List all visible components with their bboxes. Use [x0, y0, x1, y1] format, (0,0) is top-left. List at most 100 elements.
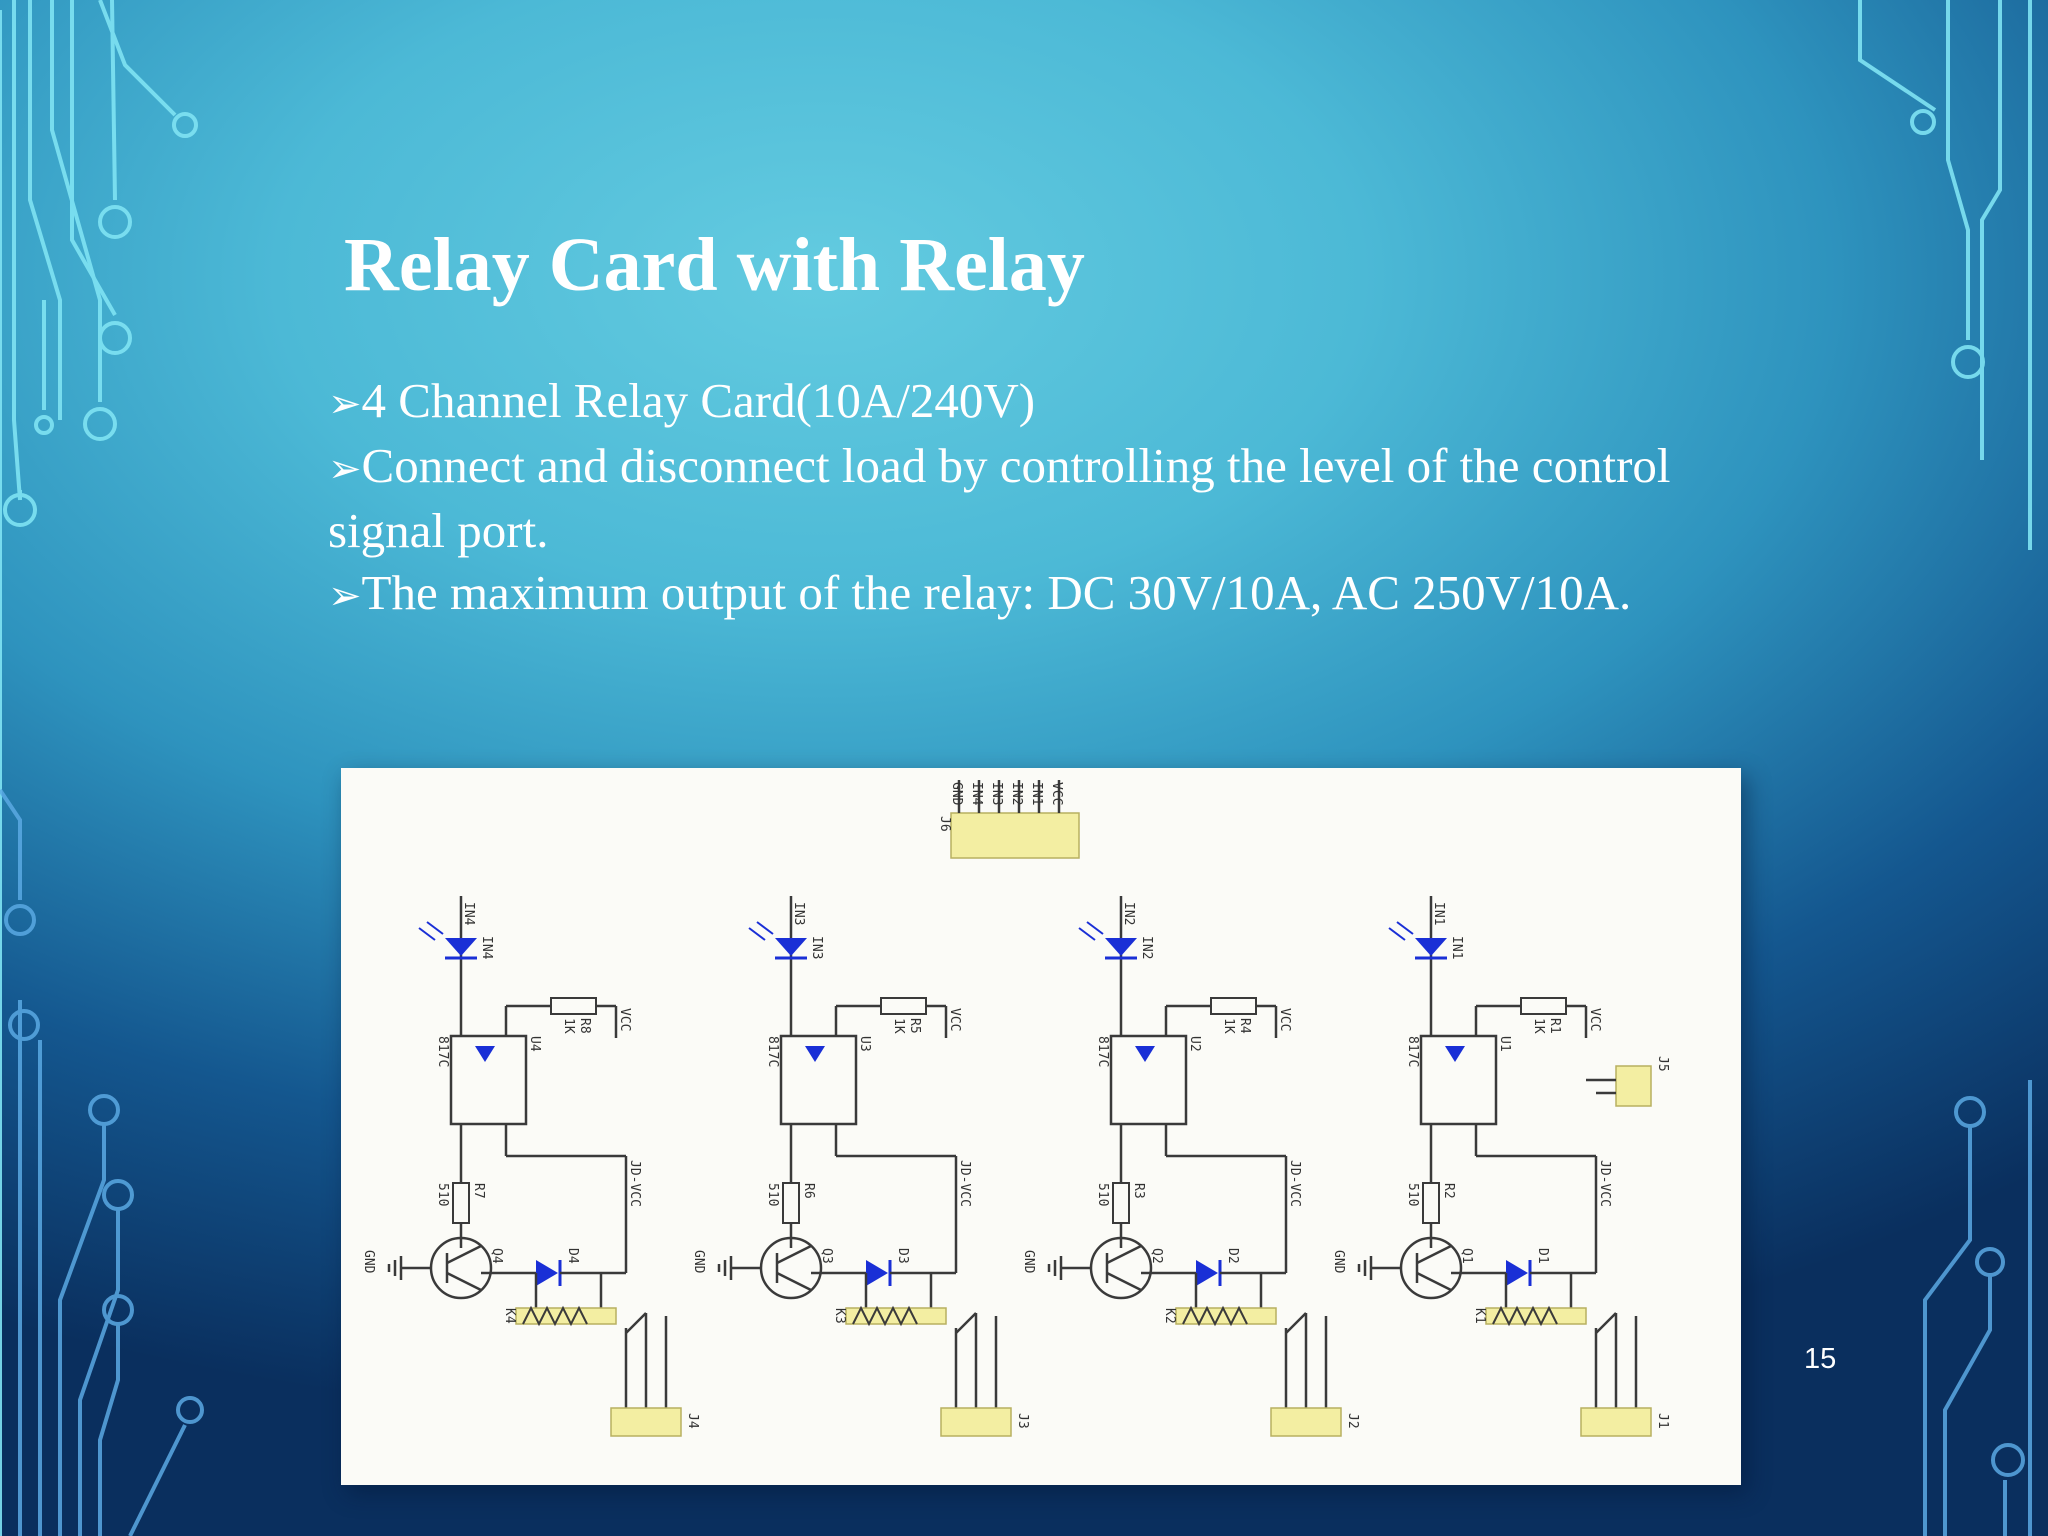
resistor-icon — [1112, 1182, 1130, 1224]
optocoupler-part-label: 817C — [1405, 1036, 1420, 1067]
vcc-label: VCC — [617, 1008, 632, 1031]
transistor-label: Q1 — [1459, 1248, 1474, 1264]
resistor-value-label: 1K — [891, 1018, 906, 1034]
header-pin-label: IN4 — [969, 782, 984, 806]
resistor-value-label: 510 — [435, 1183, 450, 1206]
transistor-label: Q3 — [819, 1248, 834, 1264]
output-connector-label: J1 — [1655, 1413, 1670, 1429]
led-ray — [756, 921, 774, 935]
transistor-label: Q2 — [1149, 1248, 1164, 1264]
header-pin-label: GND — [949, 782, 964, 806]
resistor-icon — [1422, 1182, 1440, 1224]
diode-icon — [1196, 1260, 1218, 1286]
power-connector-body — [1615, 1065, 1652, 1107]
optocoupler-box — [1109, 1034, 1188, 1126]
vcc-label: VCC — [947, 1008, 962, 1031]
optocoupler-box — [1419, 1034, 1498, 1126]
led-icon — [775, 938, 807, 956]
header-pin-label: IN2 — [1009, 782, 1024, 805]
relay-coil-winding — [522, 1305, 588, 1327]
output-connector-label: J4 — [685, 1413, 700, 1429]
gnd-label: GND — [1021, 1250, 1036, 1274]
transistor-collector — [446, 1244, 482, 1265]
led-ray — [418, 927, 436, 941]
header-connector-label: J6 — [937, 816, 952, 832]
resistor-icon — [1520, 997, 1567, 1015]
jdvcc-label: JD-VCC — [627, 1160, 642, 1207]
led-ray — [1078, 927, 1096, 941]
led-ray — [1388, 927, 1406, 941]
resistor-value-label: 1K — [561, 1018, 576, 1034]
bullet-item: ➢4 Channel Relay Card(10A/240V) — [328, 370, 1768, 435]
switch-contact — [1595, 1312, 1617, 1334]
diode-label: D1 — [1535, 1248, 1550, 1264]
transistor-collector — [1106, 1244, 1142, 1265]
page-number: 15 — [1804, 1343, 1837, 1375]
optocoupler-part-label: 817C — [1095, 1036, 1110, 1067]
bullet-text: 4 Channel Relay Card(10A/240V) — [361, 373, 1036, 428]
resistor-label: R2 — [1441, 1183, 1456, 1199]
switch-contact — [955, 1312, 977, 1334]
slide-title: Relay Card with Relay — [344, 223, 1085, 307]
vcc-label: VCC — [1277, 1008, 1292, 1031]
switch-contact — [1285, 1312, 1307, 1334]
optocoupler-diode-icon — [1445, 1046, 1465, 1062]
arrow-bullet-icon: ➢ — [328, 446, 362, 492]
led-ray — [426, 921, 444, 935]
resistor-icon — [452, 1182, 470, 1224]
resistor-icon — [880, 997, 927, 1015]
optocoupler-label: U3 — [857, 1036, 872, 1052]
switch-contact — [625, 1312, 647, 1334]
bullet-item: ➢The maximum output of the relay: DC 30V… — [328, 562, 1768, 627]
relay-coil-winding — [1182, 1305, 1248, 1327]
led-label: IN2 — [1139, 936, 1154, 959]
resistor-value-label: 510 — [1405, 1183, 1420, 1206]
resistor-value-label: 510 — [1095, 1183, 1110, 1206]
bullet-text: Connect and disconnect load by controlli… — [328, 438, 1671, 558]
gnd-label: GND — [361, 1250, 376, 1274]
transistor-emitter — [446, 1271, 482, 1292]
optocoupler-part-label: 817C — [435, 1036, 450, 1067]
optocoupler-box — [449, 1034, 528, 1126]
header-connector-body — [950, 812, 1080, 859]
resistor-label: R6 — [801, 1183, 816, 1199]
resistor-label: R7 — [471, 1183, 486, 1199]
power-connector-label: J5 — [1655, 1056, 1670, 1072]
resistor-value-label: 1K — [1221, 1018, 1236, 1034]
relay-label: K2 — [1162, 1308, 1177, 1324]
optocoupler-diode-icon — [1135, 1046, 1155, 1062]
resistor-label: R4 — [1237, 1018, 1252, 1034]
header-pin-label: IN1 — [1029, 782, 1044, 805]
vcc-label: VCC — [1587, 1008, 1602, 1031]
resistor-icon — [1210, 997, 1257, 1015]
led-icon — [1415, 938, 1447, 956]
resistor-label: R1 — [1547, 1018, 1562, 1034]
output-connector-body — [1580, 1407, 1652, 1437]
resistor-icon — [782, 1182, 800, 1224]
transistor-label: Q4 — [489, 1248, 504, 1264]
resistor-value-label: 1K — [1531, 1018, 1546, 1034]
output-connector-body — [1270, 1407, 1342, 1437]
output-connector-label: J3 — [1015, 1413, 1030, 1429]
diode-label: D4 — [565, 1248, 580, 1264]
transistor-emitter — [1416, 1271, 1452, 1292]
led-label: IN1 — [1449, 936, 1464, 959]
resistor-label: R8 — [577, 1018, 592, 1034]
resistor-icon — [550, 997, 597, 1015]
diode-label: D3 — [895, 1248, 910, 1264]
bullet-item: ➢Connect and disconnect load by controll… — [328, 435, 1768, 562]
led-label: IN4 — [479, 936, 494, 960]
output-connector-body — [610, 1407, 682, 1437]
arrow-bullet-icon: ➢ — [328, 573, 362, 619]
relay-label: K4 — [502, 1308, 517, 1324]
header-pin-label: VCC — [1049, 782, 1064, 805]
led-ray — [1086, 921, 1104, 935]
optocoupler-label: U4 — [527, 1036, 542, 1052]
relay-coil-winding — [852, 1305, 918, 1327]
relay-label: K1 — [1472, 1308, 1487, 1324]
diode-label: D2 — [1225, 1248, 1240, 1264]
jdvcc-label: JD-VCC — [1597, 1160, 1612, 1207]
